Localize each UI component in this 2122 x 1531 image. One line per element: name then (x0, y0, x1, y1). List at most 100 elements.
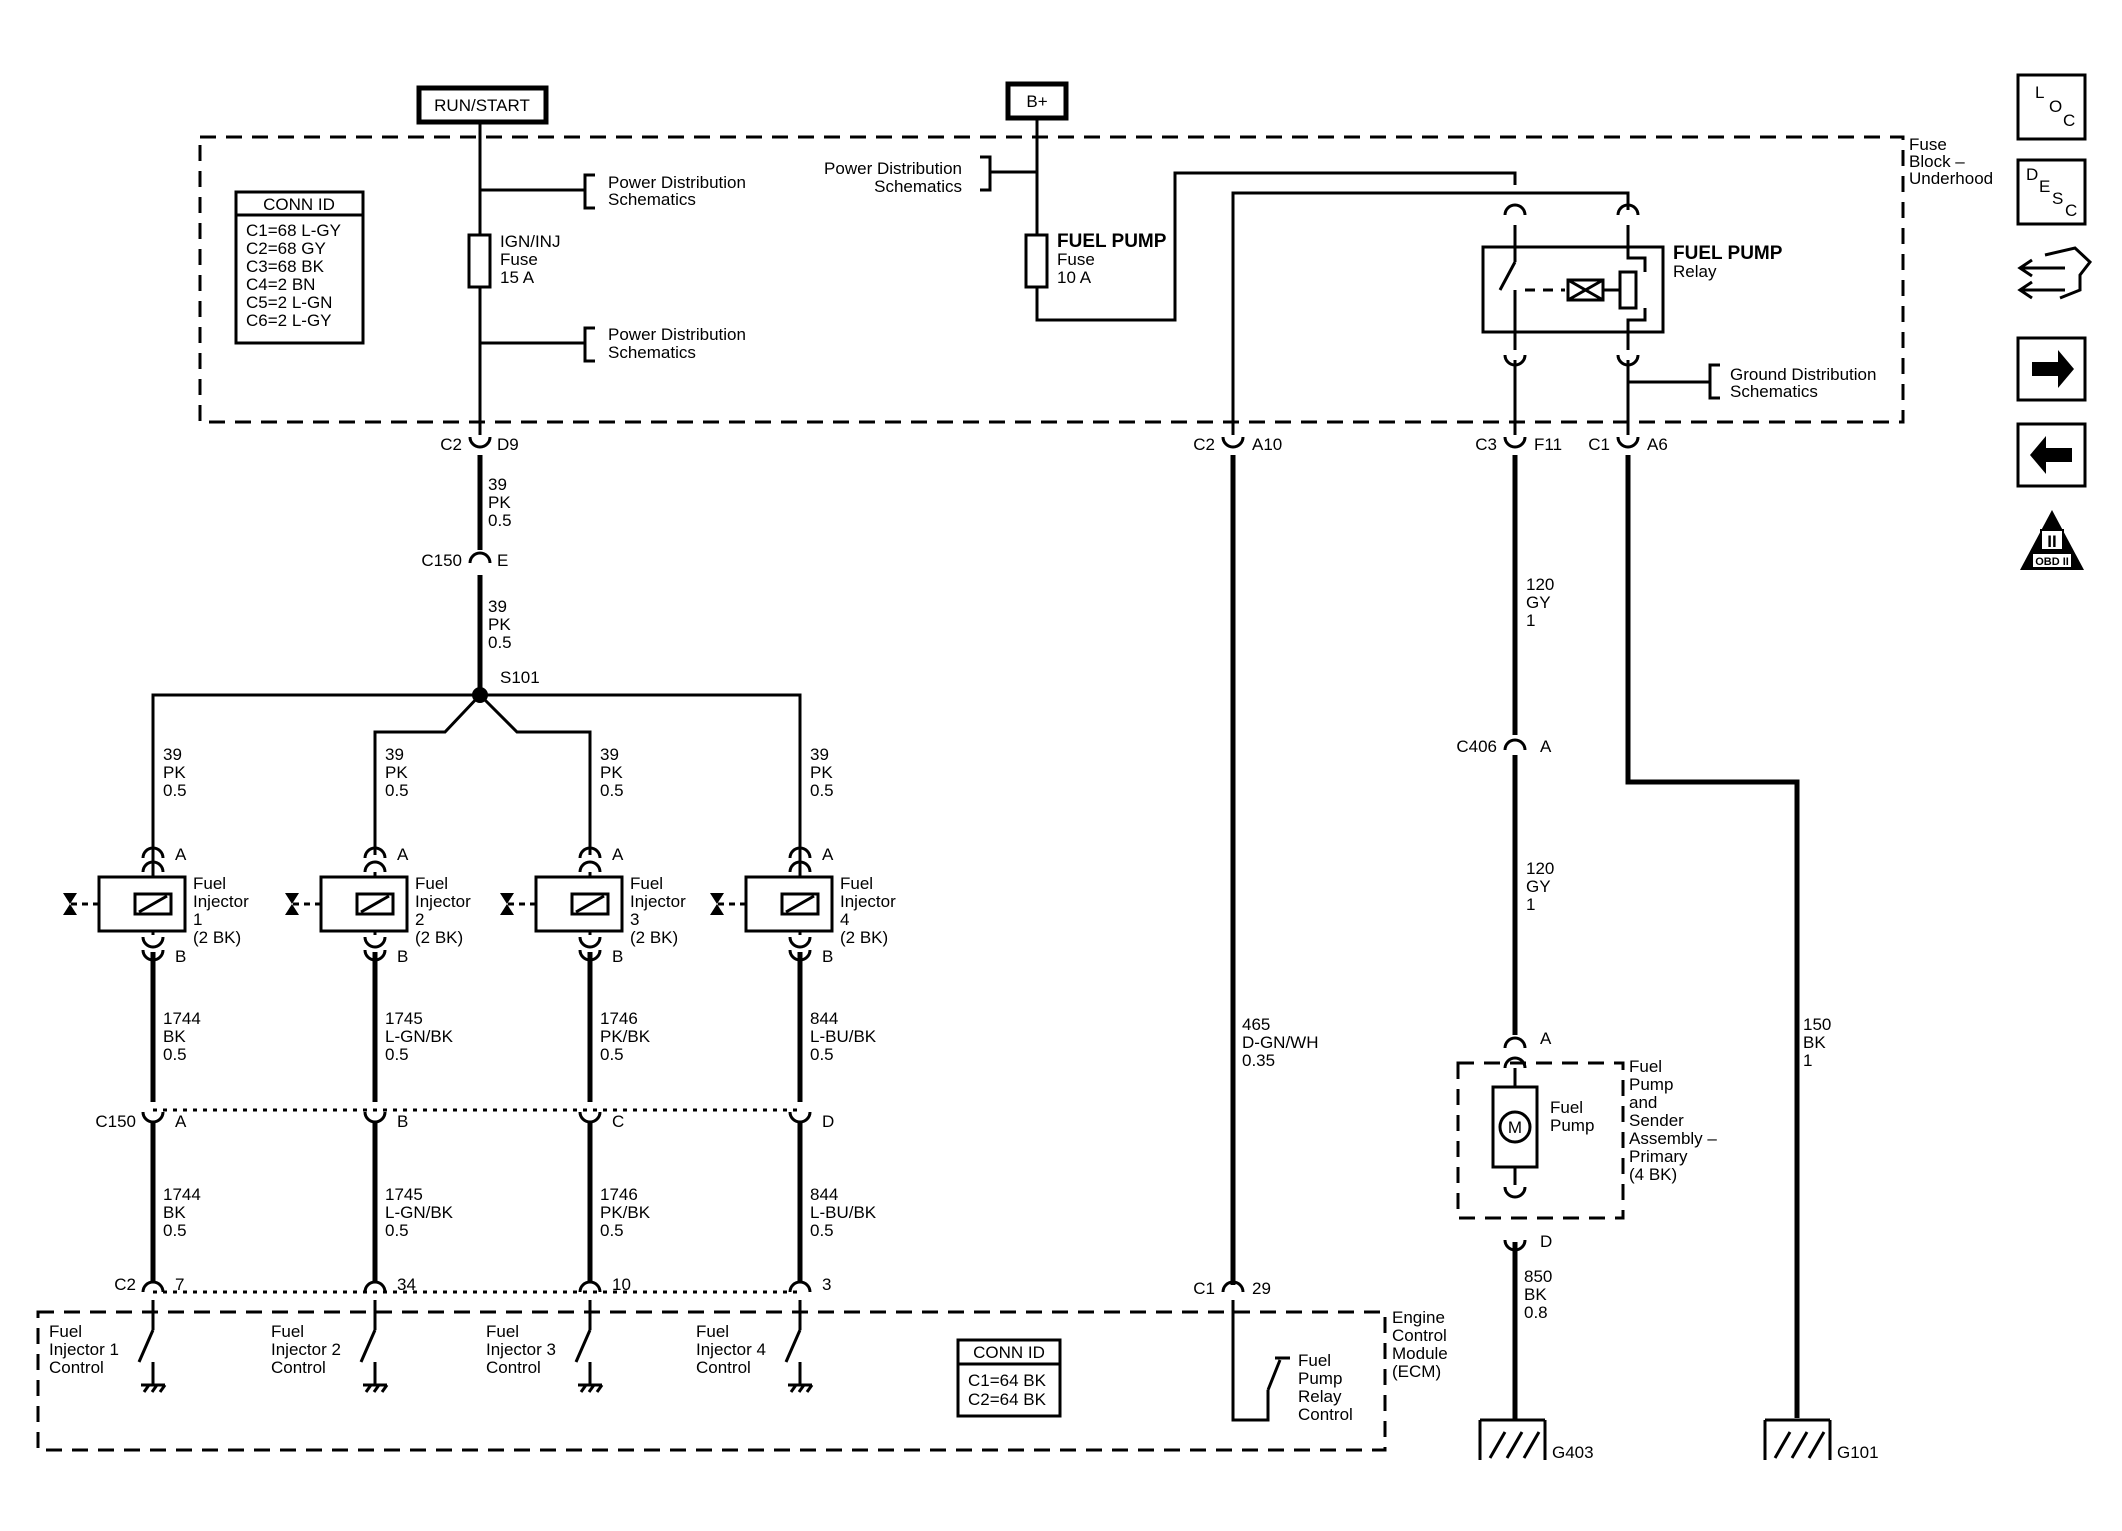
svg-text:Injector: Injector (193, 892, 249, 911)
svg-text:Fuel: Fuel (486, 1322, 519, 1341)
svg-text:Underhood: Underhood (1909, 169, 1993, 188)
c2-pin-1: 7 (175, 1275, 184, 1294)
svg-text:Sender: Sender (1629, 1111, 1684, 1130)
fuel-pump-assembly: A M D Fuel Pump Fuel Pump and Sender Ass… (1491, 1029, 1717, 1420)
svg-text:B+: B+ (1026, 92, 1047, 111)
svg-text:L-GN/BK: L-GN/BK (385, 1203, 454, 1222)
svg-text:C3=68 BK: C3=68 BK (246, 257, 325, 276)
ign-feed-wire (477, 122, 585, 695)
svg-text:Control: Control (1298, 1405, 1353, 1424)
svg-text:0.5: 0.5 (600, 1221, 624, 1240)
desc-icon: D E S C (2026, 165, 2077, 220)
next-arrow-icon (2032, 350, 2074, 388)
svg-text:3: 3 (630, 910, 639, 929)
svg-text:PK: PK (163, 763, 186, 782)
svg-text:Power Distribution: Power Distribution (608, 325, 746, 344)
svg-text:Relay: Relay (1673, 262, 1717, 281)
svg-text:PK/BK: PK/BK (600, 1203, 651, 1222)
injector-nozzle-icon (285, 893, 299, 915)
wire-label-850: 850 BK 0.8 (1524, 1267, 1552, 1322)
svg-text:1: 1 (193, 910, 202, 929)
svg-text:O: O (2049, 97, 2062, 116)
svg-text:A10: A10 (1252, 435, 1282, 454)
svg-text:CONN ID: CONN ID (263, 195, 335, 214)
svg-text:C6=2 L-GY: C6=2 L-GY (246, 311, 332, 330)
desc-button[interactable]: D E S C (2016, 158, 2087, 226)
svg-text:E: E (497, 551, 508, 570)
svg-text:Control: Control (1392, 1326, 1447, 1345)
svg-text:39: 39 (163, 745, 182, 764)
inj-pin-b-4: B (822, 947, 833, 966)
svg-text:C3: C3 (1475, 435, 1497, 454)
conn-id-table-bottom: CONN ID C1=64 BK C2=64 BK (956, 1338, 1062, 1418)
connector-c3-f11: C3 F11 (1475, 435, 1562, 454)
obd-ii-button[interactable]: II OBD II (2020, 510, 2084, 570)
svg-text:1: 1 (1526, 895, 1535, 914)
svg-text:Fuel: Fuel (840, 874, 873, 893)
svg-text:Injector 2: Injector 2 (271, 1340, 341, 1359)
svg-text:0.5: 0.5 (600, 1045, 624, 1064)
svg-text:10 A: 10 A (1057, 268, 1092, 287)
prev-page-button[interactable] (2016, 422, 2087, 488)
c2-pin-3: 10 (612, 1275, 631, 1294)
svg-text:0.5: 0.5 (163, 1045, 187, 1064)
svg-text:0.35: 0.35 (1242, 1051, 1275, 1070)
svg-text:E: E (2039, 177, 2050, 196)
svg-text:0.5: 0.5 (385, 781, 409, 800)
svg-text:120: 120 (1526, 859, 1554, 878)
b-plus-source: B+ (1005, 81, 1069, 121)
svg-text:Power Distribution: Power Distribution (824, 159, 962, 178)
svg-text:(2 BK): (2 BK) (193, 928, 241, 947)
svg-text:0.5: 0.5 (810, 781, 834, 800)
power-dist-ref-3: Power Distribution Schematics (824, 155, 992, 196)
svg-text:4: 4 (840, 910, 849, 929)
svg-text:Fuel: Fuel (415, 874, 448, 893)
svg-text:1746: 1746 (600, 1009, 638, 1028)
wire-label-465: 465 D-GN/WH 0.35 (1242, 1015, 1318, 1070)
fuel-pump-relay: FUEL PUMP Relay (1231, 191, 1783, 430)
svg-text:Assembly –: Assembly – (1629, 1129, 1717, 1148)
c2-row-label: C2 (114, 1275, 136, 1294)
conn-id-table-top: CONN ID C1=68 L-GY C2=68 GY C3=68 BK C4=… (234, 190, 365, 345)
svg-text:Fuel: Fuel (1298, 1351, 1331, 1370)
svg-text:39: 39 (488, 597, 507, 616)
svg-text:1: 1 (1526, 611, 1535, 630)
loc-button[interactable]: L O C (2016, 73, 2087, 141)
ecm-label: Engine Control Module (ECM) (1392, 1308, 1448, 1381)
svg-text:39: 39 (810, 745, 829, 764)
svg-text:C: C (2063, 111, 2075, 130)
svg-text:Injector 3: Injector 3 (486, 1340, 556, 1359)
svg-text:BK: BK (1803, 1033, 1826, 1052)
svg-text:(ECM): (ECM) (1392, 1362, 1441, 1381)
svg-text:Pump: Pump (1298, 1369, 1342, 1388)
svg-text:Control: Control (486, 1358, 541, 1377)
ground-g101: G101 (1763, 1418, 1879, 1462)
svg-text:1746: 1746 (600, 1185, 638, 1204)
ecm-boundary (36, 1310, 1387, 1452)
prev-arrow-icon (2030, 436, 2072, 474)
svg-text:15 A: 15 A (500, 268, 535, 287)
svg-text:FUEL PUMP: FUEL PUMP (1673, 243, 1783, 264)
svg-text:BK: BK (1524, 1285, 1547, 1304)
fuse-block-label: Fuse Block – Underhood (1909, 135, 1993, 188)
inj-pin-a-1: A (175, 845, 187, 864)
next-page-button[interactable] (2016, 336, 2087, 402)
svg-text:G403: G403 (1552, 1443, 1594, 1462)
svg-text:Injector 4: Injector 4 (696, 1340, 766, 1359)
svg-text:FUEL PUMP: FUEL PUMP (1057, 231, 1167, 252)
run-start-source: RUN/START (416, 85, 549, 125)
svg-text:CONN ID: CONN ID (973, 1343, 1045, 1362)
svg-text:M: M (1508, 1118, 1522, 1137)
svg-text:C2: C2 (1193, 435, 1215, 454)
connector-view-button[interactable] (2017, 246, 2093, 300)
svg-text:Primary: Primary (1629, 1147, 1688, 1166)
svg-text:0.5: 0.5 (810, 1221, 834, 1240)
loc-icon: L O C (2035, 83, 2075, 130)
svg-text:0.5: 0.5 (385, 1221, 409, 1240)
